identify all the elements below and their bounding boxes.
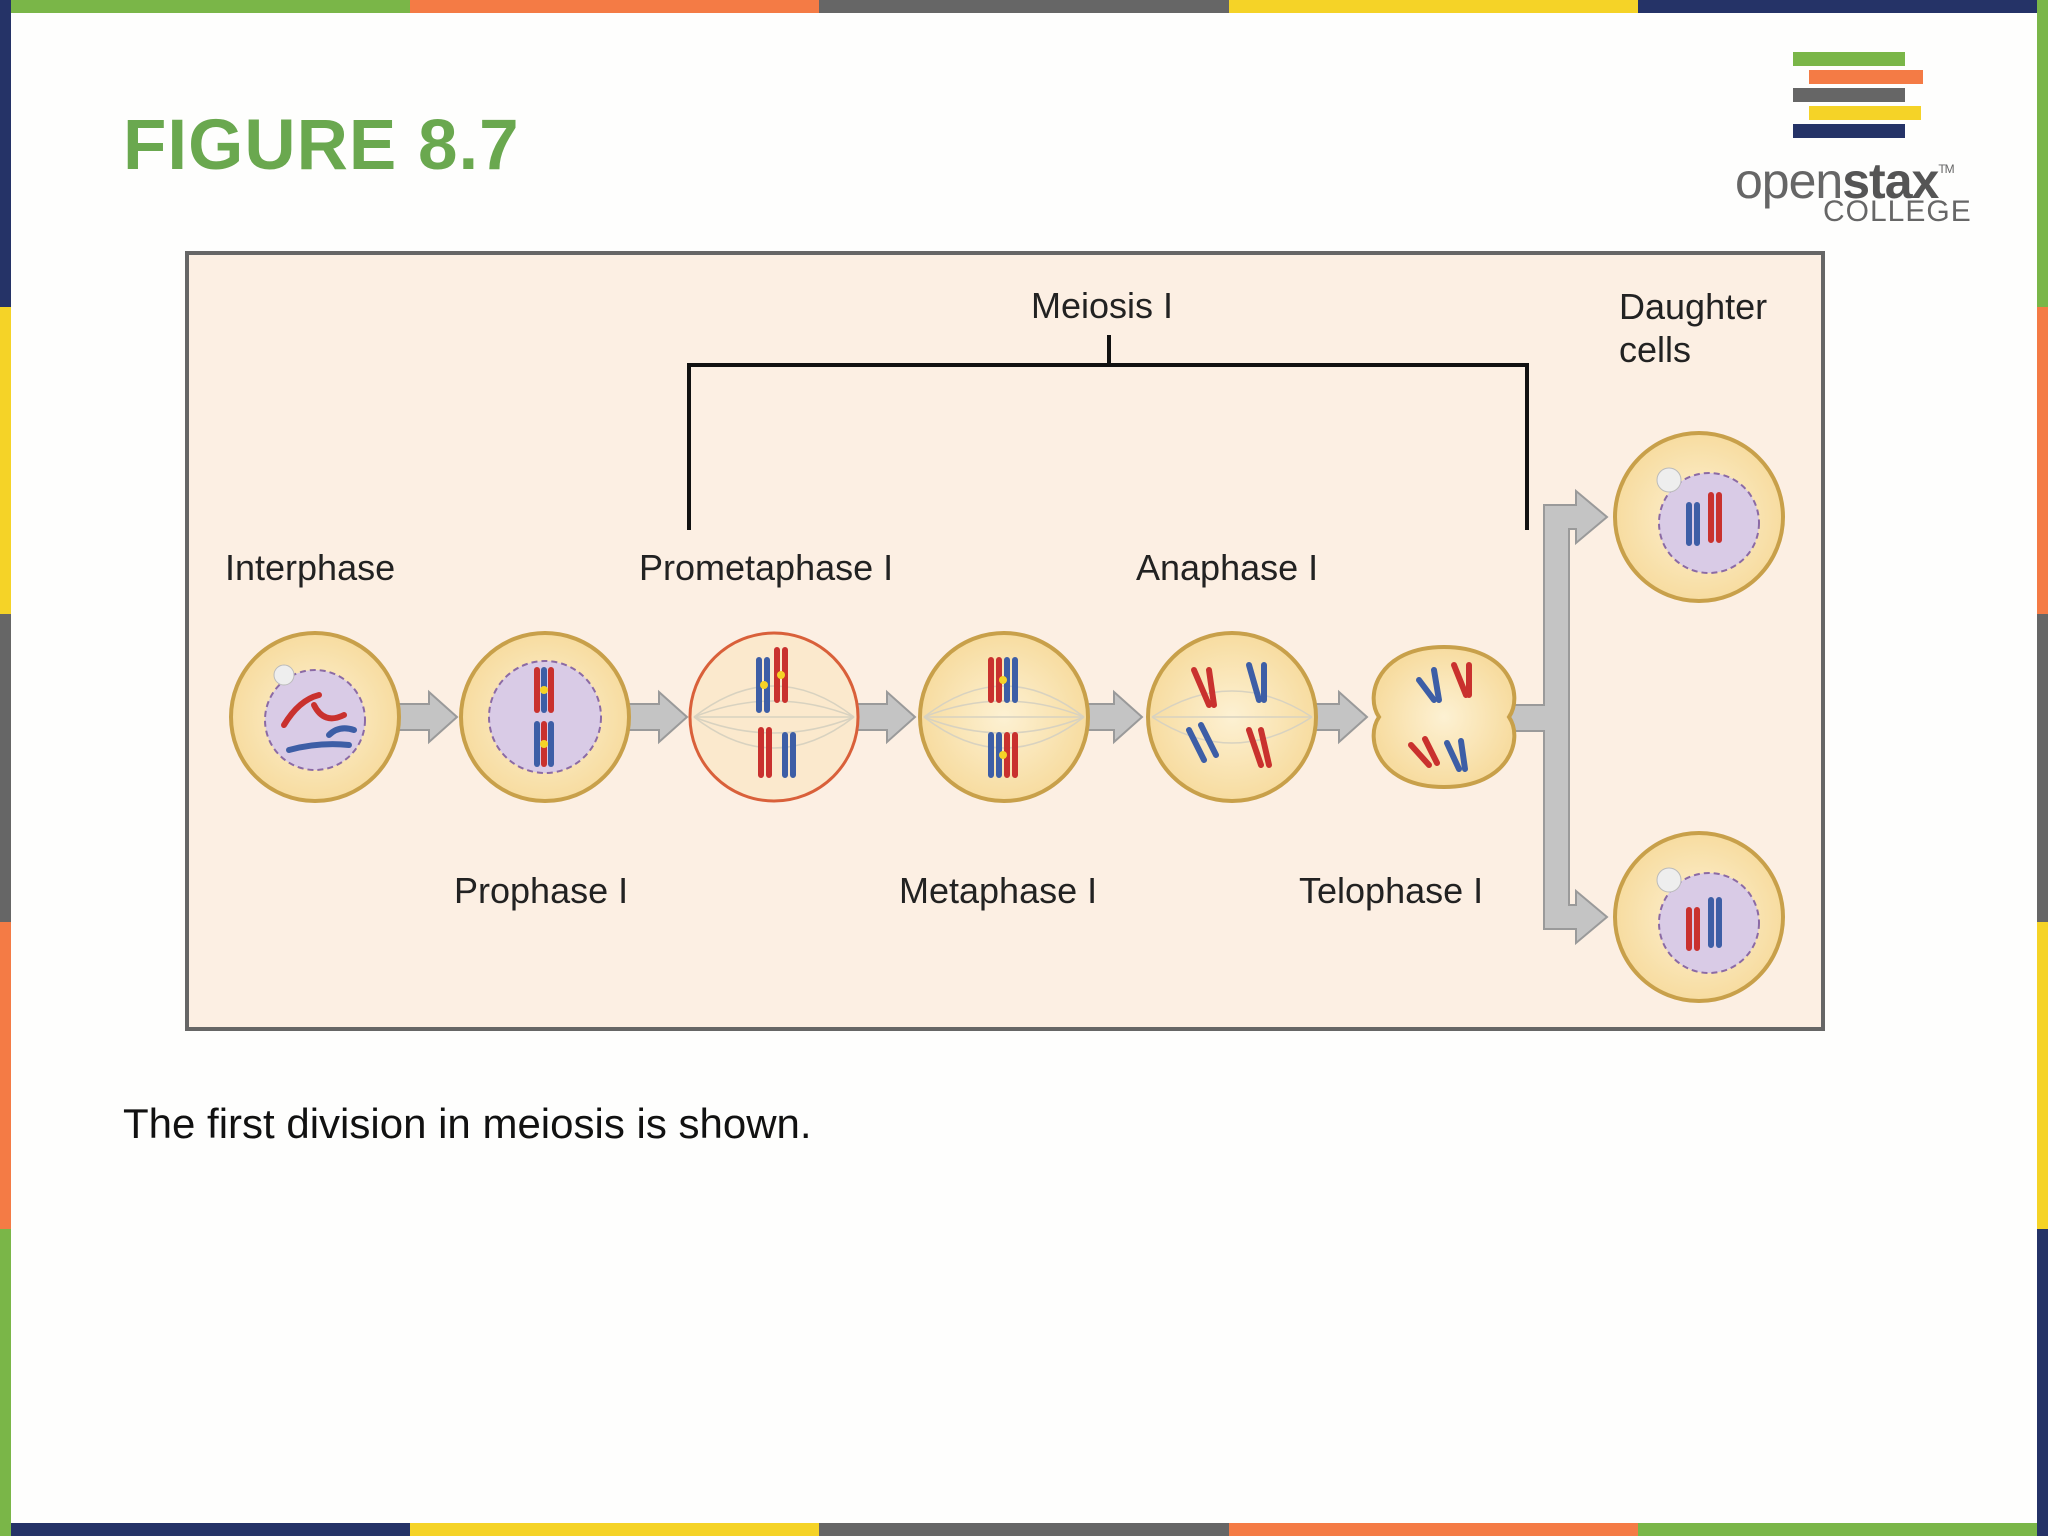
logo-word-stax: stax — [1842, 153, 1939, 209]
right-border-stripes — [2037, 0, 2048, 1536]
arrow-1 — [398, 689, 459, 745]
logo-bar-navy — [1793, 124, 1905, 138]
figure-caption: The first division in meiosis is shown. — [123, 1100, 812, 1147]
logo-trademark: TM — [1938, 162, 1954, 176]
bottom-border-stripes — [0, 1523, 2048, 1536]
logo-bar-gray — [1793, 88, 1905, 102]
openstax-logo: openstaxTM COLLEGE — [1735, 52, 1985, 232]
stage-label-prophase-1: Prophase I — [454, 870, 629, 911]
stage-label-metaphase-1: Metaphase I — [899, 870, 1098, 911]
cell-telophase-1 — [1371, 644, 1517, 790]
daughter-cell-top — [1613, 431, 1785, 603]
cell-prometaphase-1 — [688, 631, 860, 803]
figure-title: FIGURE 8.7 — [123, 106, 520, 185]
top-border-stripes — [0, 0, 2048, 13]
cell-metaphase-1 — [918, 631, 1090, 803]
meiosis-bracket — [687, 335, 1529, 530]
cell-prophase-1 — [459, 631, 631, 803]
logo-bar-orange — [1809, 70, 1923, 84]
daughter-cells-label: Daughter cells — [1619, 286, 1768, 370]
logo-word-open: open — [1735, 153, 1843, 209]
meiosis-illustration — [229, 335, 1785, 1003]
stage-label-anaphase-1: Anaphase I — [1136, 547, 1319, 588]
logo-wordmark: openstaxTM — [1735, 152, 1955, 210]
daughter-cell-bottom — [1613, 831, 1785, 1003]
arrow-2 — [628, 689, 689, 745]
cell-anaphase-1 — [1146, 631, 1318, 803]
logo-bar-yellow — [1809, 106, 1921, 120]
logo-subtitle: COLLEGE — [1823, 195, 1972, 228]
arrow-3 — [856, 689, 917, 745]
stage-label-interphase: Interphase — [225, 547, 396, 588]
meiosis-diagram: Meiosis I Daughter cells Interphase Prop… — [185, 251, 1825, 1031]
meiosis-1-label: Meiosis I — [1031, 285, 1174, 326]
stage-label-telophase-1: Telophase I — [1299, 870, 1484, 911]
stage-label-prometaphase-1: Prometaphase I — [639, 547, 894, 588]
arrow-4 — [1083, 689, 1144, 745]
split-arrow — [1508, 488, 1609, 946]
logo-bar-green — [1793, 52, 1905, 66]
left-border-stripes — [0, 0, 11, 1536]
cell-interphase — [229, 631, 401, 803]
